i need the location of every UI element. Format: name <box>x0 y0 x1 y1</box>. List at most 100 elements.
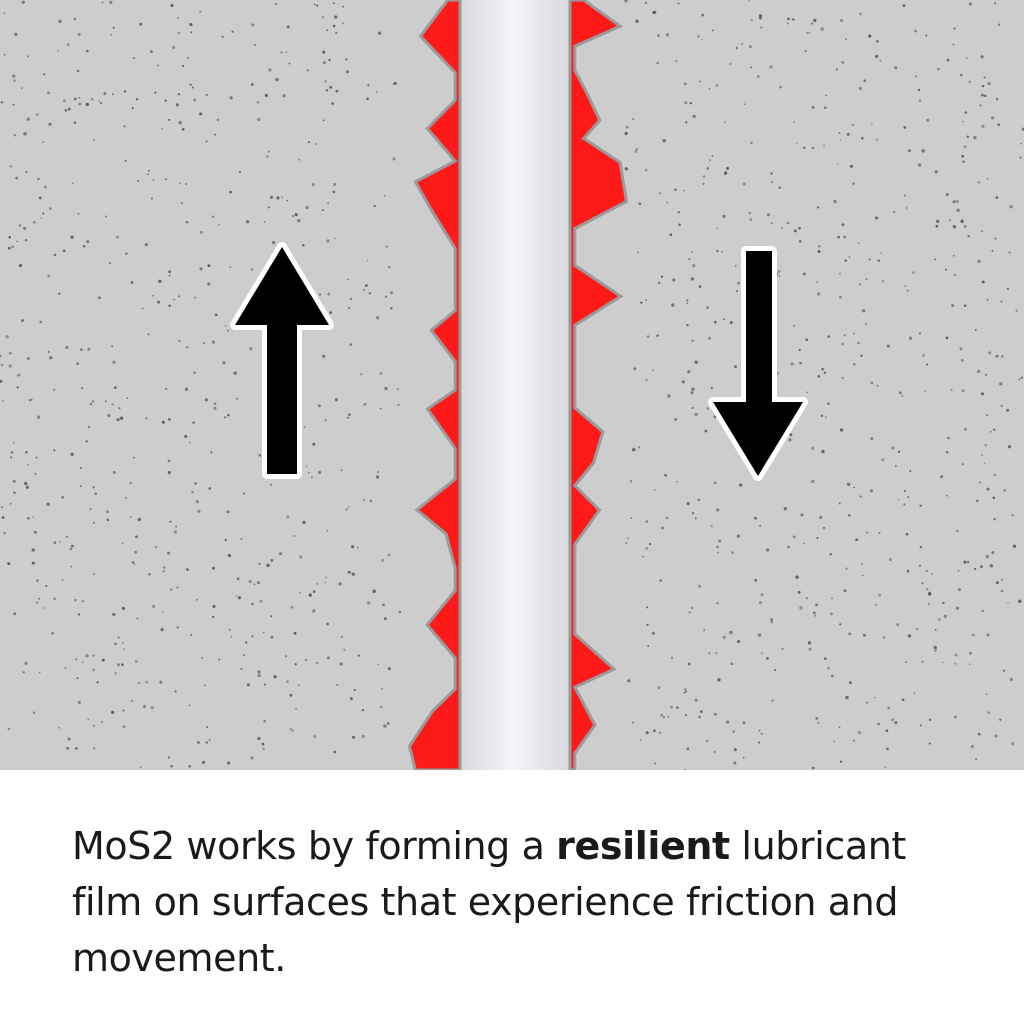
texture-dot <box>793 324 796 327</box>
texture-dot <box>18 224 22 227</box>
texture-dot <box>302 520 306 525</box>
texture-dot <box>1007 601 1009 604</box>
texture-dot <box>262 747 265 751</box>
caption-part-2: lubricant film on surfaces that experien… <box>72 824 906 980</box>
texture-dot <box>659 579 663 582</box>
texture-dot <box>12 441 15 444</box>
texture-dot <box>211 340 215 344</box>
texture-dot <box>691 512 695 515</box>
texture-dot <box>1020 376 1024 379</box>
texture-dot <box>46 502 50 506</box>
texture-dot <box>846 482 851 486</box>
texture-dot <box>1000 589 1004 593</box>
texture-dot <box>307 141 311 144</box>
texture-dot <box>688 611 691 614</box>
texture-dot <box>677 2 680 5</box>
texture-dot <box>816 206 820 209</box>
texture-dot <box>919 724 922 727</box>
texture-dot <box>722 214 726 219</box>
texture-dot <box>653 489 656 491</box>
texture-dot <box>766 548 770 552</box>
texture-dot <box>748 0 750 2</box>
texture-dot <box>983 462 986 465</box>
texture-dot <box>742 721 746 725</box>
texture-dot <box>665 33 670 37</box>
texture-dot <box>35 113 39 116</box>
texture-dot <box>257 736 261 741</box>
texture-dot <box>838 132 841 134</box>
texture-dot <box>3 12 6 15</box>
texture-dot <box>8 236 11 239</box>
texture-dot <box>13 79 16 82</box>
texture-dot <box>291 214 295 218</box>
texture-dot <box>181 127 185 131</box>
texture-dot <box>749 218 753 222</box>
texture-dot <box>799 606 803 610</box>
texture-dot <box>816 281 819 284</box>
texture-dot <box>778 275 781 278</box>
texture-dot <box>245 641 248 644</box>
texture-dot <box>170 3 174 8</box>
texture-dot <box>295 707 298 710</box>
texture-dot <box>193 296 197 299</box>
texture-dot <box>694 517 697 520</box>
texture-dot <box>877 259 881 262</box>
texture-dot <box>1001 578 1003 581</box>
texture-dot <box>647 645 650 648</box>
texture-dot <box>992 496 996 500</box>
texture-dot <box>107 413 111 417</box>
texture-dot <box>5 335 9 339</box>
texture-dot <box>859 283 862 286</box>
texture-dot <box>852 739 856 742</box>
texture-dot <box>173 298 176 301</box>
texture-dot <box>928 718 932 721</box>
texture-dot <box>824 416 827 418</box>
texture-dot <box>364 284 368 288</box>
texture-dot <box>168 270 171 274</box>
texture-dot <box>67 737 71 741</box>
texture-dot <box>674 418 677 421</box>
texture-dot <box>1020 142 1022 145</box>
texture-dot <box>240 667 243 670</box>
texture-dot <box>897 450 901 453</box>
texture-dot <box>886 747 889 751</box>
texture-dot <box>846 132 850 136</box>
texture-dot <box>944 268 947 271</box>
texture-dot <box>266 563 270 567</box>
texture-dot <box>928 592 932 596</box>
texture-dot <box>36 579 39 582</box>
texture-dot <box>754 578 758 582</box>
texture-dot <box>321 15 325 19</box>
texture-dot <box>385 245 388 248</box>
texture-dot <box>660 275 664 278</box>
texture-dot <box>943 614 948 618</box>
texture-dot <box>253 583 256 586</box>
texture-dot <box>988 351 992 355</box>
texture-dot <box>285 51 288 54</box>
texture-dot <box>77 32 81 37</box>
texture-dot <box>760 26 763 29</box>
texture-dot <box>758 729 761 732</box>
texture-dot <box>91 400 95 403</box>
texture-dot <box>1000 354 1004 358</box>
texture-dot <box>379 371 383 375</box>
texture-dot <box>881 280 885 283</box>
texture-dot <box>205 93 208 96</box>
texture-dot <box>977 259 981 263</box>
texture-dot <box>981 453 984 457</box>
texture-dot <box>821 367 824 371</box>
texture-dot <box>384 295 387 298</box>
texture-dot <box>111 710 115 714</box>
texture-dot <box>132 456 135 459</box>
texture-dot <box>860 136 864 140</box>
texture-dot <box>57 50 59 52</box>
texture-dot <box>80 348 83 351</box>
texture-dot <box>9 165 12 168</box>
texture-dot <box>360 372 363 376</box>
texture-dot <box>281 196 283 199</box>
texture-dot <box>965 57 968 60</box>
texture-dot <box>689 102 692 105</box>
texture-dot <box>229 266 232 269</box>
texture-dot <box>665 516 669 520</box>
texture-dot <box>178 339 181 342</box>
